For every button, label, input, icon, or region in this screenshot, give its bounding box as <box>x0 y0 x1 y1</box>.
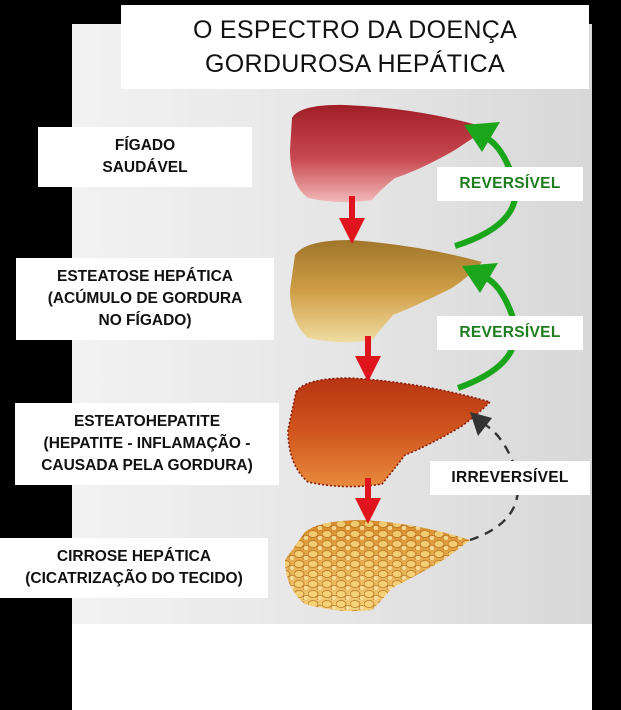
transition-tag-1: REVERSÍVEL <box>437 167 583 201</box>
liver-healthy <box>290 104 488 203</box>
stage-label-line: ESTEATOSE HEPÁTICA <box>57 268 233 285</box>
title-line-2: GORDUROSA HEPÁTICA <box>205 50 505 78</box>
stage-label-steatohepatitis: ESTEATOHEPATITE (HEPATITE - INFLAMAÇÃO -… <box>15 403 279 485</box>
liver-fatty <box>290 240 482 343</box>
arrow-down-3 <box>355 478 381 524</box>
stage-label-healthy: FÍGADO SAUDÁVEL <box>38 127 252 187</box>
stage-label-line: CIRROSE HEPÁTICA <box>56 548 212 565</box>
liver-cirrhosis-nodules <box>285 520 470 612</box>
stage-label-line: CAUSADA PELA GORDURA) <box>41 457 253 474</box>
diagram-footer-area <box>72 624 592 710</box>
stage-label-line: NO FÍGADO) <box>98 312 192 329</box>
irreversible-arrow <box>469 412 520 542</box>
stage-label-line: SAUDÁVEL <box>102 159 188 176</box>
stage-label-line: (ACÚMULO DE GORDURA <box>47 290 243 307</box>
stage-label-line: (HEPATITE - INFLAMAÇÃO - <box>43 435 251 452</box>
stage-label-line: ESTEATOHEPATITE <box>73 413 221 430</box>
arrow-down-2 <box>355 336 381 382</box>
transition-tag-3: IRREVERSÍVEL <box>430 461 590 495</box>
stage-label-cirrhosis: CIRROSE HEPÁTICA (CICATRIZAÇÃO DO TECIDO… <box>0 538 268 598</box>
arrow-down-1 <box>339 196 365 244</box>
liver-inflamed <box>287 377 492 488</box>
stage-label-steatosis: ESTEATOSE HEPÁTICA (ACÚMULO DE GORDURA N… <box>16 258 274 340</box>
stage-label-line: (CICATRIZAÇÃO DO TECIDO) <box>25 570 243 587</box>
transition-tag-2: REVERSÍVEL <box>437 316 583 350</box>
right-border <box>592 0 621 710</box>
title-line-1: O ESPECTRO DA DOENÇA <box>192 16 518 44</box>
title-box: O ESPECTRO DA DOENÇA GORDUROSA HEPÁTICA <box>121 5 589 89</box>
stage-label-line: FÍGADO <box>114 137 176 154</box>
